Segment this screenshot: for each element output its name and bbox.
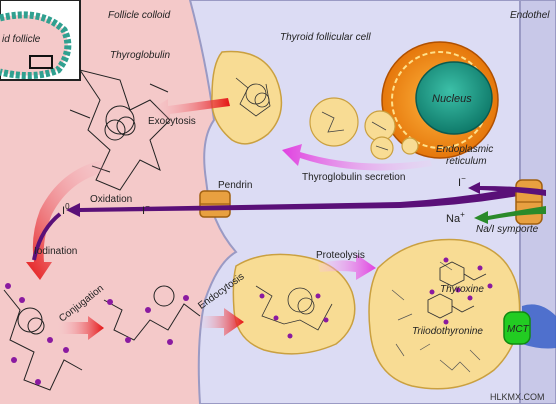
thyroid-follicle-label: id follicle	[2, 34, 41, 45]
iodide-left-symbol: I	[142, 205, 145, 217]
triiodothyronine-molecule	[427, 293, 475, 319]
thyroglobulin-secretion-arrow	[282, 144, 432, 171]
pendrin-label: Pendrin	[218, 180, 252, 191]
iodinated-thyroglobulin	[3, 289, 83, 391]
mct-transporter	[503, 311, 531, 345]
conjugation-arrow	[58, 316, 104, 340]
thyroxine-label: Thyroxine	[440, 284, 484, 295]
iodine-atoms-vesicle	[259, 293, 329, 339]
lysosome-fragments	[391, 261, 481, 373]
iodine-atoms-left	[5, 283, 69, 385]
endocytosed-thyroglobulin	[255, 285, 333, 331]
iodide-uptake-arrow	[468, 182, 546, 196]
sodium-label: Na+	[446, 210, 465, 225]
iodide-right-symbol: I	[458, 177, 461, 189]
iodine-label: I0	[62, 202, 70, 217]
iodide-right-charge: −	[461, 174, 466, 183]
sodium-charge: +	[460, 210, 465, 219]
triiodothyronine-label: Triiodothyronine	[412, 326, 483, 337]
conjugated-thyroglobulin	[103, 285, 201, 341]
exocytosis-arrow	[150, 98, 230, 121]
nucleus	[415, 61, 493, 135]
thyroglobulin-label: Thyroglobulin	[110, 50, 170, 61]
iodination-label: Iodination	[34, 246, 77, 257]
iodide-right-label: I−	[458, 174, 466, 189]
inset-follicle-lumen	[0, 14, 68, 76]
iodide-transport-arrow	[66, 188, 518, 217]
iodide-left-label: I−	[142, 202, 150, 217]
thyroglobulin-molecule	[69, 69, 171, 191]
iodine-symbol: I	[62, 205, 65, 217]
inset-follicle-wall	[0, 11, 72, 79]
nucleus-label: Nucleus	[432, 93, 472, 105]
secretory-vesicles	[309, 97, 419, 160]
iodine-atoms-conjugated	[107, 295, 189, 345]
iodine-oxidation-state: 0	[65, 202, 70, 211]
er-label-line2: reticulum	[446, 156, 487, 167]
endocytosis-arrow	[198, 308, 244, 336]
follicle-colloid-label: Follicle colloid	[108, 10, 171, 21]
thyroxine-iodines	[443, 257, 493, 293]
iodine-to-iodination-arrow	[32, 212, 62, 261]
vesicle-thyroglobulin	[235, 77, 271, 117]
iodide-left-charge: −	[145, 202, 150, 211]
er-label-line1: Endoplasmic	[436, 144, 493, 155]
proteolysis-label: Proteolysis	[316, 250, 365, 261]
endocytosis-vesicle	[232, 253, 356, 355]
sodium-uptake-arrow	[474, 206, 546, 224]
thyroid-follicular-cell-label: Thyroid follicular cell	[280, 32, 371, 43]
iodination-arrow	[26, 160, 106, 280]
nai-symporter-label: Na/I symporte	[476, 224, 539, 235]
proteolysis-arrow	[318, 254, 376, 280]
exocytosis-label: Exocytosis	[148, 116, 196, 127]
lysosome	[368, 238, 521, 390]
sodium-symbol: Na	[446, 213, 461, 225]
mct-label: MCT	[507, 324, 530, 335]
thyroxine-molecule	[439, 261, 487, 287]
thyroglobulin-secretion-label: Thyroglobulin secretion	[302, 172, 405, 183]
triiodothyronine-iodines	[429, 289, 473, 325]
inset-zoom-box	[29, 55, 53, 69]
oxidation-label: Oxidation	[90, 194, 132, 205]
endothelium-label: Endothel	[510, 10, 550, 21]
watermark: HLKMX.COM	[490, 392, 545, 402]
